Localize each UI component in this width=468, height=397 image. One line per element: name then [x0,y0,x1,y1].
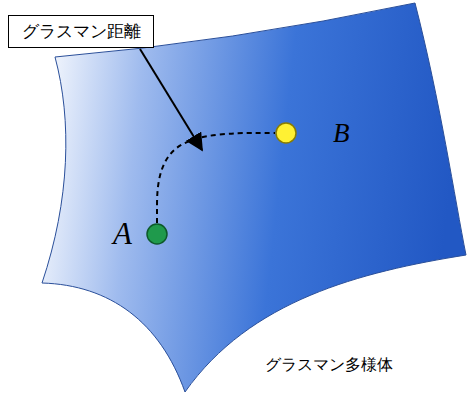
point-label: A [113,216,132,252]
callout-box: グラスマン距離 [8,15,154,48]
callout-text: グラスマン距離 [22,20,141,43]
geodesic-path [157,133,275,223]
point-label: B [333,118,350,149]
leader-arrow [140,49,202,150]
point-circle [276,123,296,143]
manifold-label: グラスマン多様体 [265,355,393,376]
point-circle [147,224,167,244]
point-dot [275,122,297,144]
point-dot [146,223,168,245]
point-marker: A [146,223,168,245]
point-marker: B [275,122,297,144]
grassmann-surface [42,3,466,392]
